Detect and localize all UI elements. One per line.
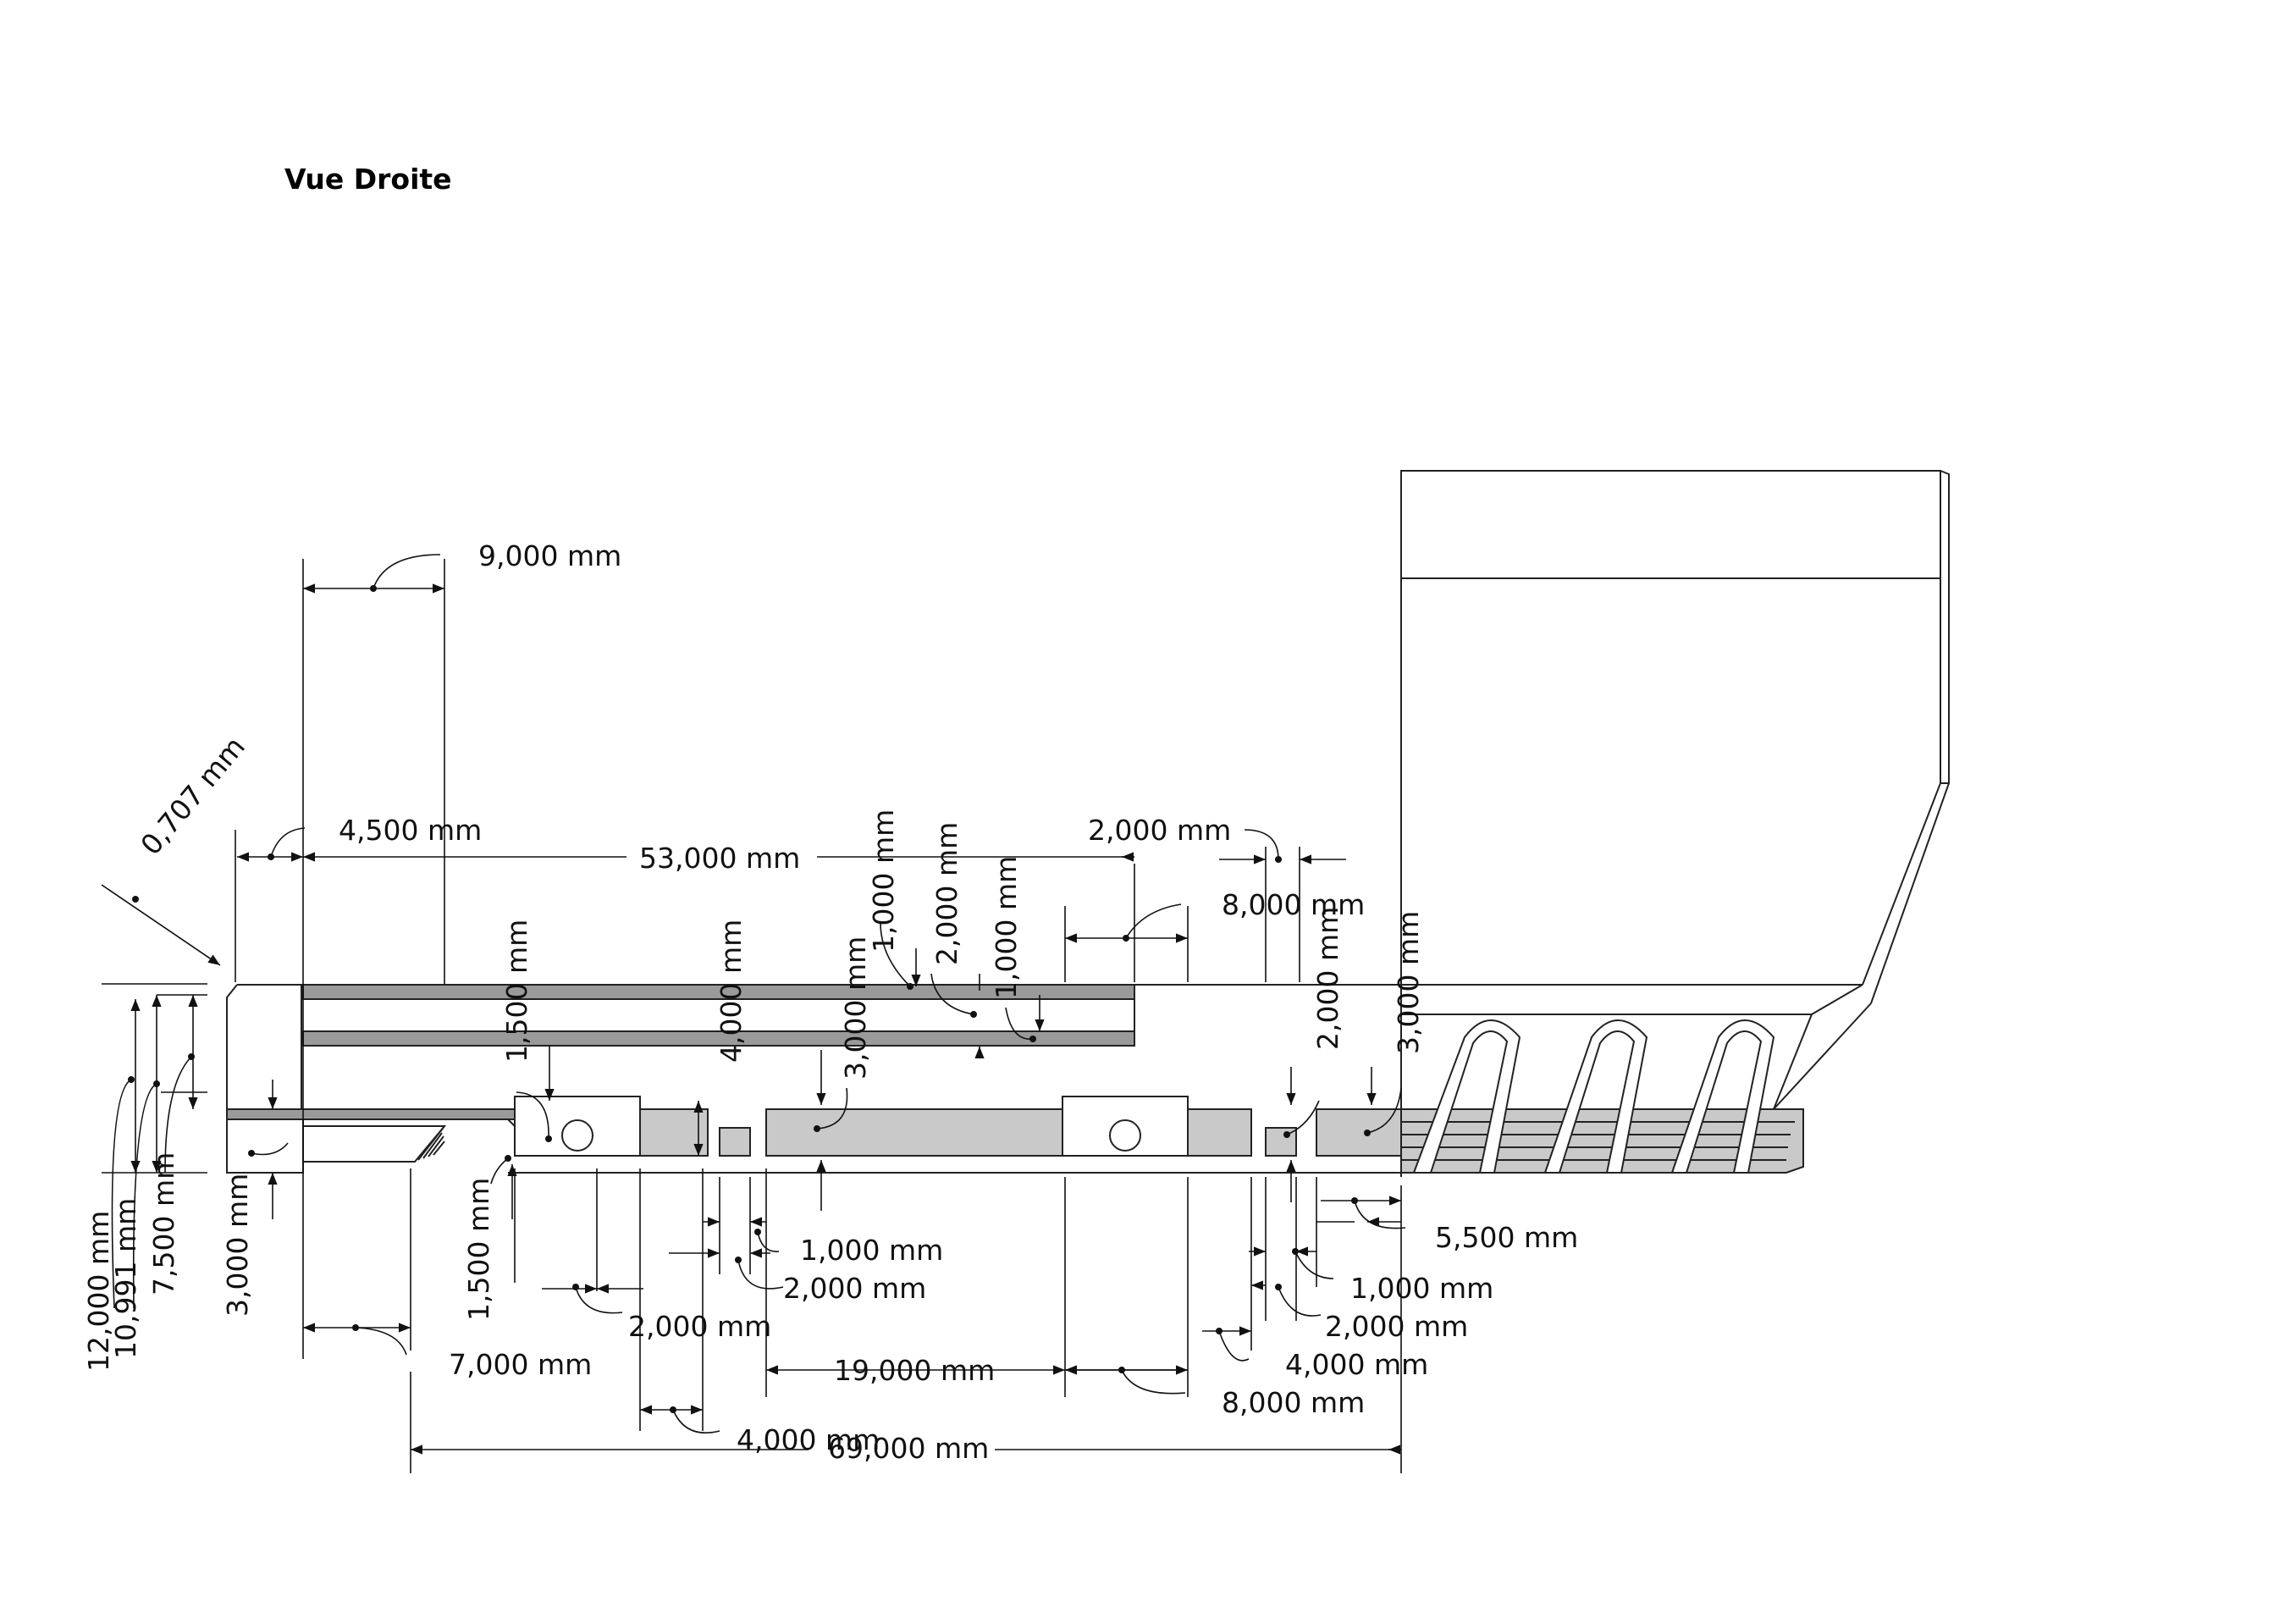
view-title: Vue Droite bbox=[284, 163, 452, 196]
dim-12000: 12,000 mm bbox=[82, 1211, 115, 1372]
dim-69000: 69,000 mm bbox=[828, 1432, 989, 1465]
dim-2000-top: 2,000 mm bbox=[1088, 814, 1231, 847]
dim-4000-b1: 4,000 mm bbox=[1285, 1348, 1428, 1381]
dim-2000-b3: 2,000 mm bbox=[1325, 1310, 1468, 1343]
dim-3000-v-mid: 3,000 mm bbox=[839, 936, 872, 1080]
dim-1000-b2: 1,000 mm bbox=[1350, 1272, 1493, 1305]
dim-53000: 53,000 mm bbox=[639, 842, 800, 875]
dim-3000-v-right: 3,000 mm bbox=[1392, 911, 1425, 1054]
dim-7500: 7,500 mm bbox=[147, 1152, 180, 1295]
dim-4000-b2: 4,000 mm bbox=[737, 1423, 880, 1456]
dim-10991: 10,991 mm bbox=[109, 1198, 142, 1359]
dim-2000-b2: 2,000 mm bbox=[628, 1310, 771, 1343]
dim-1500-v-top: 1,500 mm bbox=[500, 920, 533, 1063]
dimension-labels: 9,000 mm 0,707 mm 4,500 mm 53,000 mm 2,0… bbox=[82, 539, 1578, 1465]
dim-4000-v: 4,000 mm bbox=[715, 920, 748, 1063]
dim-2000-v: 2,000 mm bbox=[930, 822, 963, 965]
dim-0707: 0,707 mm bbox=[134, 730, 251, 861]
dim-4500: 4,500 mm bbox=[339, 814, 482, 847]
dim-7000: 7,000 mm bbox=[449, 1348, 592, 1381]
part-outline bbox=[226, 470, 1950, 1177]
dim-1000-v2: 1,000 mm bbox=[990, 856, 1023, 999]
dim-1000-b1: 1,000 mm bbox=[800, 1234, 943, 1267]
dim-1000-v1: 1,000 mm bbox=[867, 809, 900, 953]
dim-2000-b1: 2,000 mm bbox=[783, 1272, 926, 1305]
dimension-lines bbox=[101, 554, 1406, 1450]
dim-1500-v-bottom: 1,500 mm bbox=[462, 1178, 495, 1321]
dim-3000-v-left: 3,000 mm bbox=[221, 1174, 254, 1317]
extension-lines bbox=[102, 559, 1402, 1473]
dim-2000-v-right: 2,000 mm bbox=[1311, 907, 1344, 1050]
dim-5500: 5,500 mm bbox=[1435, 1221, 1578, 1254]
dim-8000-bottom: 8,000 mm bbox=[1222, 1386, 1365, 1419]
dim-19000: 19,000 mm bbox=[834, 1354, 995, 1387]
dim-9000: 9,000 mm bbox=[478, 539, 621, 572]
dim-8000-top: 8,000 mm bbox=[1222, 888, 1365, 921]
